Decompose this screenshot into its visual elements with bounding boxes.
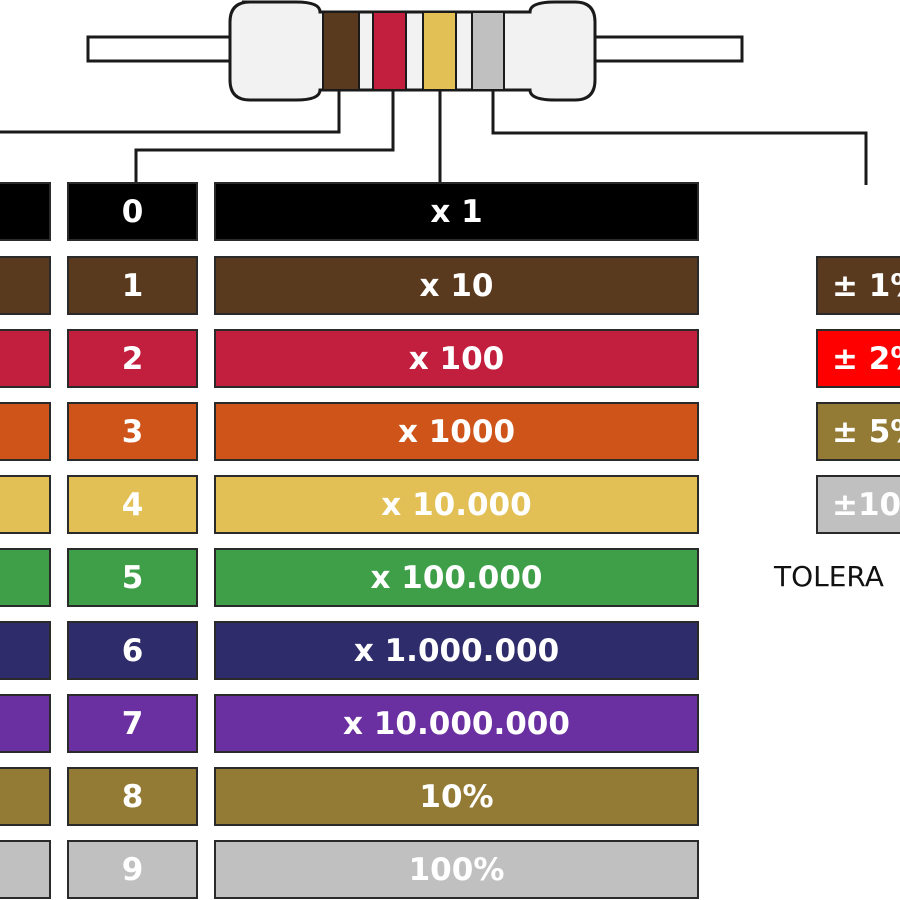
digit-cell-3: 3	[67, 402, 198, 461]
multiplier-cell-5: x 100.000	[214, 548, 699, 607]
digit-cell-8: 8	[67, 767, 198, 826]
first-band-cell-2	[0, 329, 51, 388]
resistor-band-4	[471, 11, 505, 91]
resistor-band-1	[322, 11, 360, 91]
leader-line-band-4	[491, 91, 868, 185]
multiplier-cell-4: x 10.000	[214, 475, 699, 534]
first-band-cell-6	[0, 621, 51, 680]
digit-cell-6: 6	[67, 621, 198, 680]
multiplier-cell-7: x 10.000.000	[214, 694, 699, 753]
first-band-cell-7	[0, 694, 51, 753]
first-band-cell-1	[0, 256, 51, 315]
tolerance-cell-2: ± 5%	[816, 402, 900, 461]
first-band-cell-3	[0, 402, 51, 461]
resistor-bands	[322, 11, 505, 91]
digit-cell-4: 4	[67, 475, 198, 534]
leader-line-band-1	[0, 91, 341, 134]
digit-cell-2: 2	[67, 329, 198, 388]
multiplier-cell-8: 10%	[214, 767, 699, 826]
digit-cell-5: 5	[67, 548, 198, 607]
tolerance-cell-1: ± 2%	[816, 329, 900, 388]
first-band-cell-5	[0, 548, 51, 607]
resistor-lead-right	[578, 35, 744, 63]
resistor-band-3	[422, 11, 457, 91]
multiplier-cell-0: x 1	[214, 182, 699, 241]
first-band-cell-8	[0, 767, 51, 826]
multiplier-cell-3: x 1000	[214, 402, 699, 461]
tolerance-cell-0: ± 1%	[816, 256, 900, 315]
resistor-body	[228, 0, 597, 102]
digit-cell-0: 0	[67, 182, 198, 241]
multiplier-cell-6: x 1.000.000	[214, 621, 699, 680]
multiplier-cell-9: 100%	[214, 840, 699, 899]
multiplier-cell-2: x 100	[214, 329, 699, 388]
digit-cell-7: 7	[67, 694, 198, 753]
digit-cell-9: 9	[67, 840, 198, 899]
resistor-band-2	[372, 11, 407, 91]
leader-lines	[0, 91, 868, 185]
resistor-lead-left	[86, 35, 250, 63]
tolerance-cell-3: ±10%	[816, 475, 900, 534]
first-band-cell-4	[0, 475, 51, 534]
first-band-cell-0	[0, 182, 51, 241]
first-band-cell-9	[0, 840, 51, 899]
leader-line-band-2	[134, 91, 395, 182]
tolerance-label: TOLERA	[774, 560, 884, 593]
multiplier-cell-1: x 10	[214, 256, 699, 315]
digit-cell-1: 1	[67, 256, 198, 315]
resistor-illustration	[0, 0, 868, 185]
